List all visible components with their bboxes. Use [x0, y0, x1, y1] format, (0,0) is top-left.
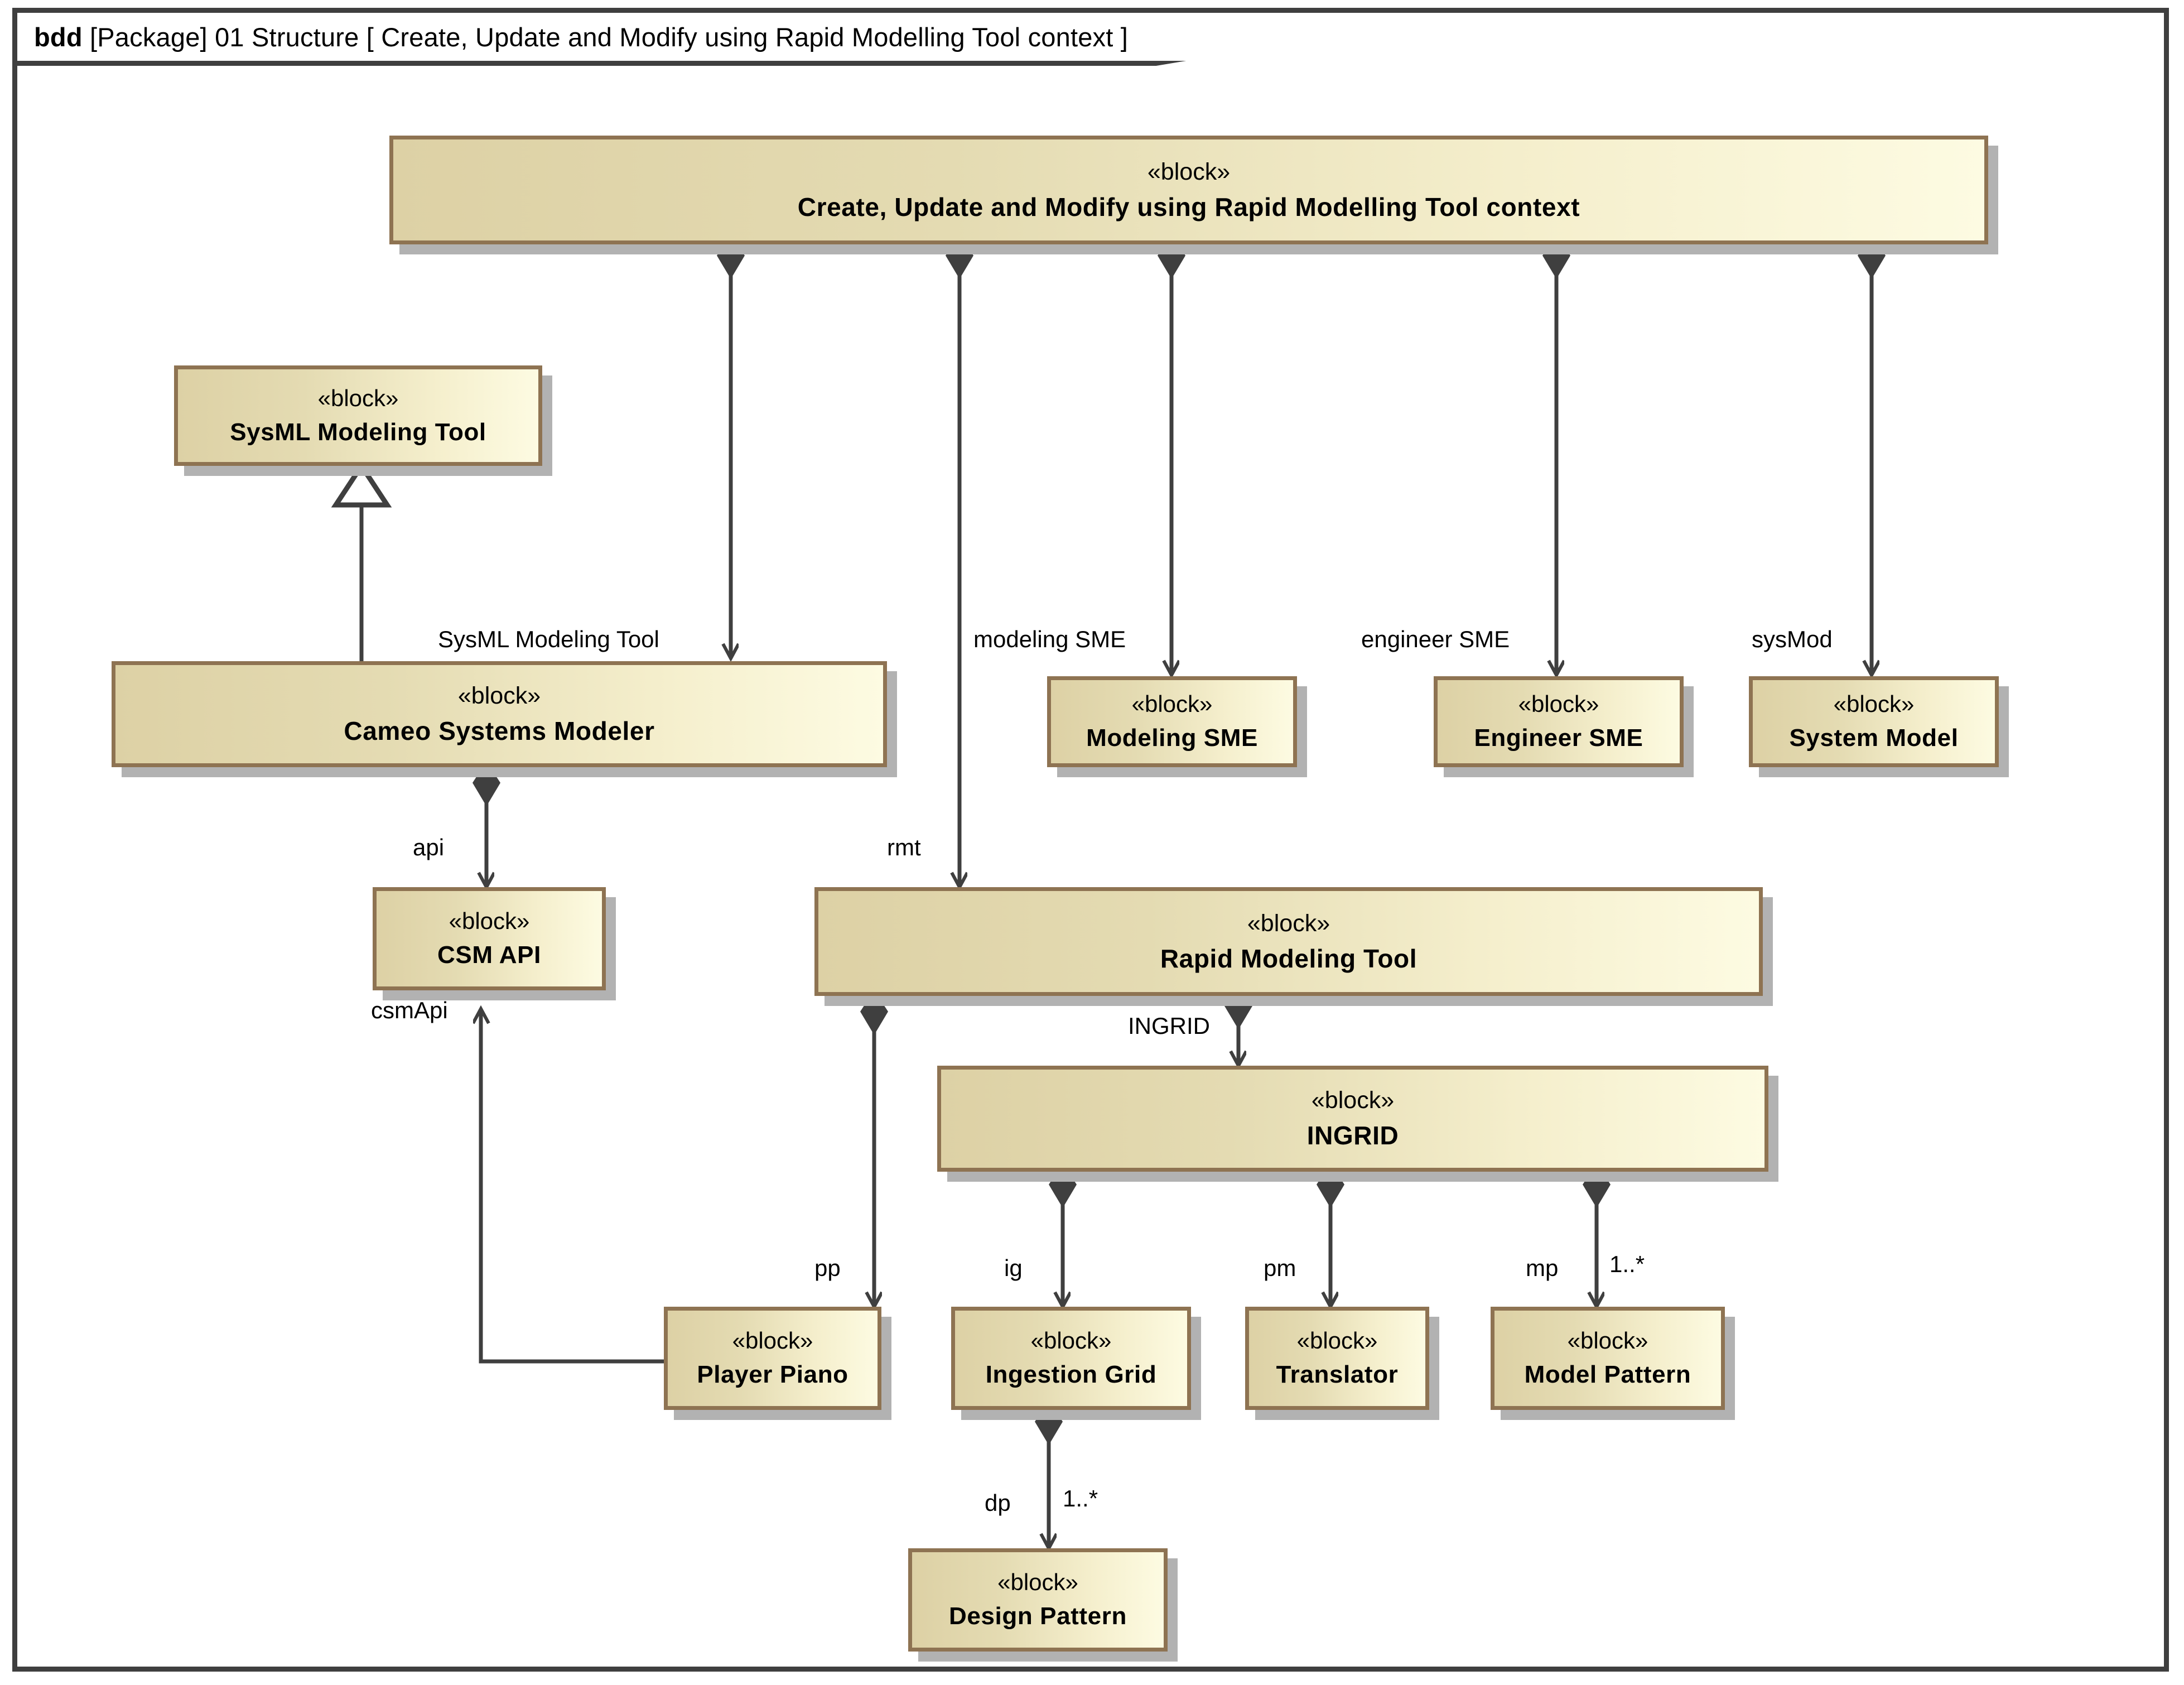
edge-label-mp: mp	[1526, 1255, 1559, 1281]
block-stereotype: «block»	[1833, 691, 1915, 718]
block-modeling-sme[interactable]: «block» Modeling SME	[1047, 676, 1297, 767]
block-name: Engineer SME	[1474, 724, 1643, 752]
block-name: INGRID	[1306, 1121, 1399, 1150]
block-name: Player Piano	[697, 1361, 848, 1389]
edge-label-pp: pp	[814, 1255, 841, 1281]
block-name: Model Pattern	[1524, 1361, 1691, 1389]
edge-label-sys-mod: sysMod	[1752, 626, 1833, 652]
block-stereotype: «block»	[457, 682, 541, 710]
block-stereotype: «block»	[449, 908, 530, 935]
edge-label-mp-multiplicity: 1..*	[1609, 1251, 1645, 1277]
block-stereotype: «block»	[1518, 691, 1599, 718]
block-stereotype: «block»	[1147, 158, 1231, 185]
block-sysml-modeling-tool[interactable]: «block» SysML Modeling Tool	[174, 365, 542, 466]
block-rapid-modeling-tool[interactable]: «block» Rapid Modeling Tool	[814, 887, 1763, 996]
diagram-frame-header-tab: bdd [Package] 01 Structure [ Create, Upd…	[12, 8, 1312, 66]
edge-label-api: api	[413, 834, 445, 860]
edge-label-engineer-sme: engineer SME	[1361, 626, 1510, 652]
block-stereotype: «block»	[1311, 1087, 1395, 1114]
block-stereotype: «block»	[1567, 1327, 1648, 1354]
diagram-title-text: [Package] 01 Structure [ Create, Update …	[82, 22, 1129, 52]
edge-label-rmt: rmt	[887, 834, 921, 860]
block-name: Cameo Systems Modeler	[344, 716, 655, 746]
block-ingestion-grid[interactable]: «block» Ingestion Grid	[951, 1307, 1191, 1410]
block-engineer-sme[interactable]: «block» Engineer SME	[1434, 676, 1684, 767]
block-design-pattern[interactable]: «block» Design Pattern	[908, 1548, 1168, 1652]
edge-label-dp-multiplicity: 1..*	[1063, 1485, 1098, 1511]
edge-label-csm-api: csmApi	[371, 997, 448, 1023]
block-system-model[interactable]: «block» System Model	[1749, 676, 1999, 767]
block-name: SysML Modeling Tool	[230, 418, 486, 446]
block-csm-api[interactable]: «block» CSM API	[373, 887, 606, 990]
edge-label-modeling-sme: modeling SME	[973, 626, 1126, 652]
block-name: Design Pattern	[949, 1602, 1127, 1630]
diagram-title: bdd [Package] 01 Structure [ Create, Upd…	[17, 22, 1128, 52]
edge-label-ig: ig	[1004, 1255, 1023, 1281]
block-name: Modeling SME	[1086, 724, 1258, 752]
block-model-pattern[interactable]: «block» Model Pattern	[1491, 1307, 1725, 1410]
edge-label-pm: pm	[1264, 1255, 1296, 1281]
block-translator[interactable]: «block» Translator	[1245, 1307, 1429, 1410]
block-player-piano[interactable]: «block» Player Piano	[664, 1307, 881, 1410]
block-stereotype: «block»	[1296, 1327, 1378, 1354]
block-ingrid[interactable]: «block» INGRID	[937, 1066, 1768, 1172]
block-stereotype: «block»	[1247, 909, 1330, 937]
block-context[interactable]: «block» Create, Update and Modify using …	[389, 136, 1988, 244]
edge-label-dp: dp	[985, 1490, 1011, 1516]
edge-label-sysml-modeling-tool: SysML Modeling Tool	[438, 626, 659, 652]
block-stereotype: «block»	[1030, 1327, 1112, 1354]
edge-label-ingrid: INGRID	[1128, 1013, 1210, 1039]
block-name: Ingestion Grid	[985, 1361, 1157, 1389]
block-name: Translator	[1276, 1361, 1399, 1389]
block-name: Create, Update and Modify using Rapid Mo…	[797, 192, 1580, 222]
block-stereotype: «block»	[1131, 691, 1213, 718]
diagram-frame	[12, 8, 2169, 1672]
diagram-kind-label: bdd	[34, 22, 83, 52]
block-name: System Model	[1789, 724, 1959, 752]
block-cameo-systems-modeler[interactable]: «block» Cameo Systems Modeler	[112, 661, 887, 767]
block-stereotype: «block»	[997, 1569, 1078, 1596]
block-name: Rapid Modeling Tool	[1160, 943, 1418, 973]
block-name: CSM API	[437, 941, 541, 969]
block-stereotype: «block»	[317, 384, 399, 411]
block-stereotype: «block»	[732, 1327, 813, 1354]
